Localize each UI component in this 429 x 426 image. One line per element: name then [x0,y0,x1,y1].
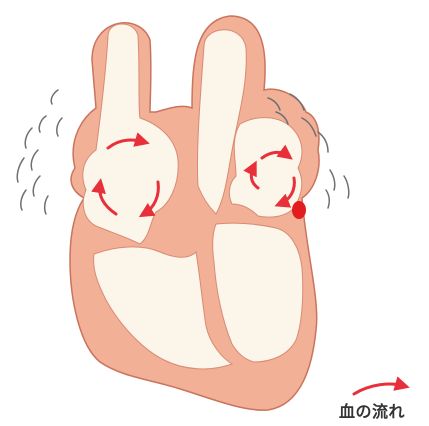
right-upper-chamber [229,118,302,218]
legend-label: 血の流れ [339,398,405,422]
legend-arrow-icon [354,384,404,394]
vibration-marks-left [17,90,62,214]
node-dot [292,201,306,219]
